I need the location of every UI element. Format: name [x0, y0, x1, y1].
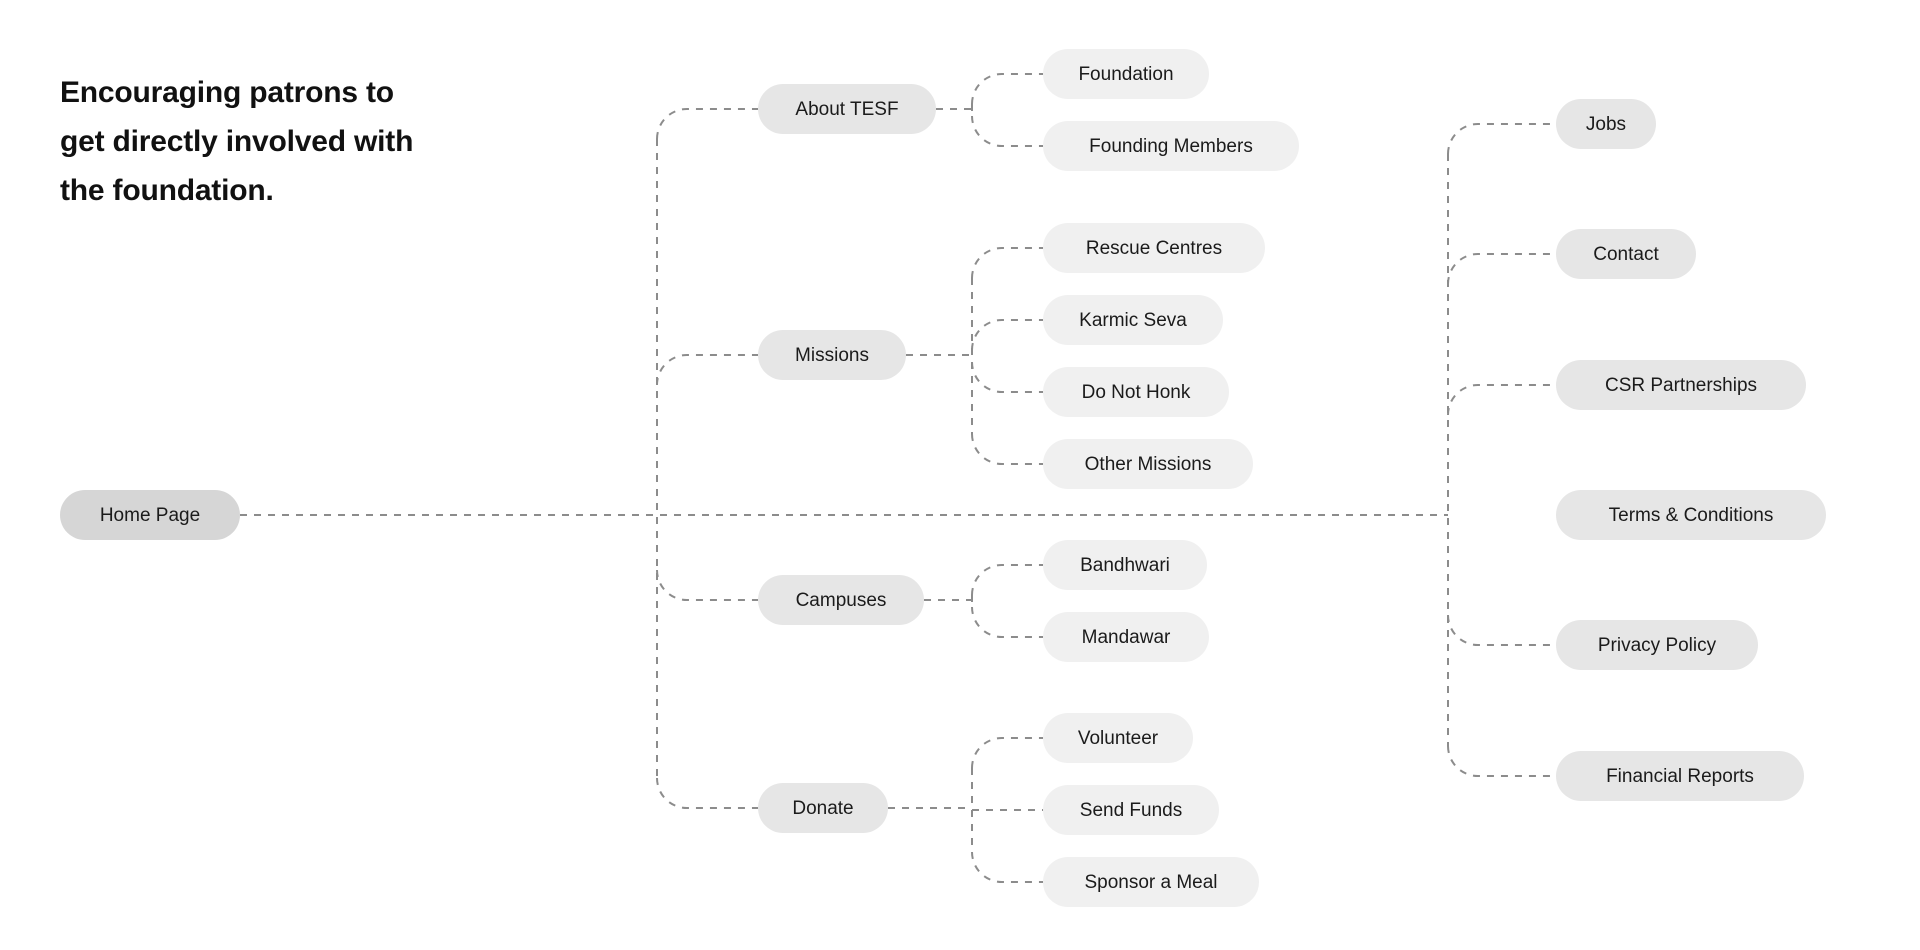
edge-about-foundation — [971, 73, 1043, 105]
node-terms-conditions[interactable]: Terms & Conditions — [1556, 490, 1826, 540]
node-foundation[interactable]: Foundation — [1043, 49, 1209, 99]
edge-home-donate — [656, 777, 758, 809]
edge-home-contact — [1447, 253, 1556, 285]
edge-about-founding-members — [971, 115, 1043, 147]
node-campuses[interactable]: Campuses — [758, 575, 924, 625]
edge-missions-karmic-seva — [971, 319, 1043, 351]
page-headline: Encouraging patrons to get directly invo… — [60, 76, 414, 207]
node-home-page[interactable]: Home Page — [60, 490, 240, 540]
edge-missions-do-not-honk — [971, 361, 1043, 393]
node-do-not-honk[interactable]: Do Not Honk — [1043, 367, 1229, 417]
node-jobs[interactable]: Jobs — [1556, 99, 1656, 149]
node-volunteer[interactable]: Volunteer — [1043, 713, 1193, 763]
node-founding-members[interactable]: Founding Members — [1043, 121, 1299, 171]
edge-donate-volunteer — [971, 737, 1043, 769]
edge-missions-other-missions — [971, 433, 1043, 465]
node-rescue-centres[interactable]: Rescue Centres — [1043, 223, 1265, 273]
edge-campuses-bandhwari — [971, 564, 1043, 596]
node-about-tesf[interactable]: About TESF — [758, 84, 936, 134]
node-missions[interactable]: Missions — [758, 330, 906, 380]
node-contact[interactable]: Contact — [1556, 229, 1696, 279]
node-other-missions[interactable]: Other Missions — [1043, 439, 1253, 489]
edge-home-jobs — [1447, 123, 1556, 155]
node-financial-reports[interactable]: Financial Reports — [1556, 751, 1804, 801]
node-sponsor-a-meal[interactable]: Sponsor a Meal — [1043, 857, 1259, 907]
edge-home-missions — [656, 354, 758, 386]
edge-home-csr — [1447, 384, 1556, 416]
edge-home-financial — [1447, 745, 1556, 777]
edge-home-privacy — [1447, 614, 1556, 646]
node-mandawar[interactable]: Mandawar — [1043, 612, 1209, 662]
edge-missions-rescue-centres — [971, 247, 1043, 279]
node-donate[interactable]: Donate — [758, 783, 888, 833]
edge-home-campuses — [656, 569, 758, 601]
node-csr-partnerships[interactable]: CSR Partnerships — [1556, 360, 1806, 410]
node-karmic-seva[interactable]: Karmic Seva — [1043, 295, 1223, 345]
edge-home-about — [656, 108, 758, 140]
edge-campuses-mandawar — [971, 606, 1043, 638]
node-bandhwari[interactable]: Bandhwari — [1043, 540, 1207, 590]
edge-donate-sponsor-a-meal — [971, 851, 1043, 883]
node-send-funds[interactable]: Send Funds — [1043, 785, 1219, 835]
node-privacy-policy[interactable]: Privacy Policy — [1556, 620, 1758, 670]
